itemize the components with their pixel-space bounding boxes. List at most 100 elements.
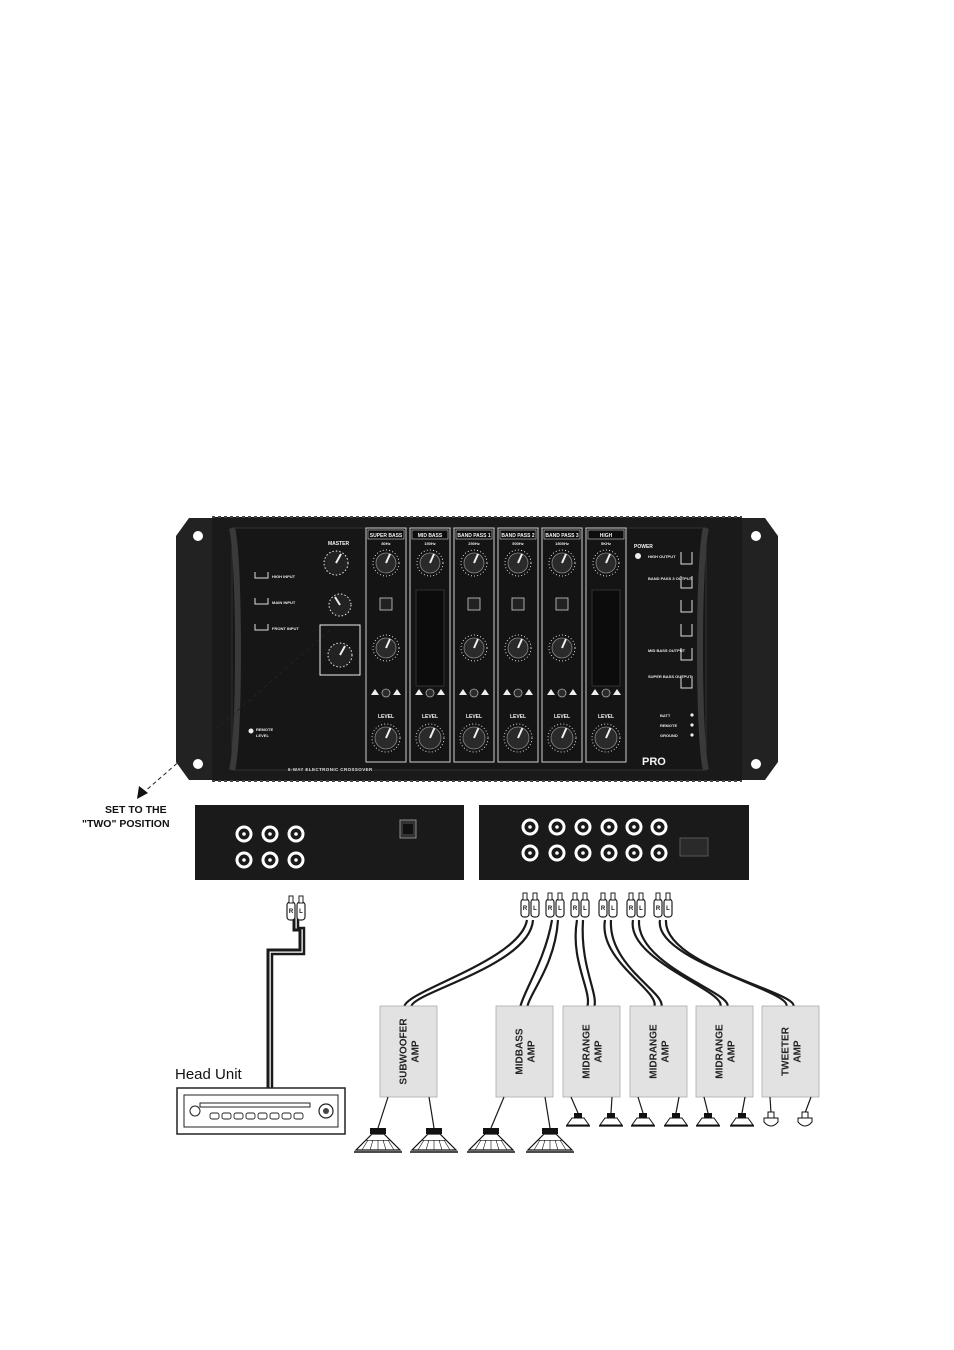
tweeter-dome xyxy=(797,1117,813,1127)
rca-jack[interactable] xyxy=(625,844,643,862)
knob-scale xyxy=(548,634,576,662)
input-switch[interactable]: HIGH INPUT xyxy=(254,572,296,579)
rca-jack[interactable] xyxy=(600,818,618,836)
amp-box xyxy=(379,1005,438,1098)
terminal-dot xyxy=(690,733,694,737)
input-switch[interactable]: MAIN INPUT xyxy=(254,598,296,605)
amp-signal-cable xyxy=(603,919,656,1007)
rca-jack[interactable] xyxy=(235,825,253,843)
rca-jack[interactable] xyxy=(287,825,305,843)
rca-jack[interactable] xyxy=(650,844,668,862)
rca-jack[interactable] xyxy=(261,825,279,843)
frequency-knob[interactable] xyxy=(460,549,488,577)
slope-switch[interactable] xyxy=(469,688,479,698)
level-knob[interactable] xyxy=(371,723,401,753)
phase-switch[interactable] xyxy=(555,597,569,611)
level-knob[interactable] xyxy=(547,723,577,753)
woofer-speaker-icon xyxy=(410,1128,458,1153)
rca-jack[interactable] xyxy=(574,844,592,862)
plug-letter: R xyxy=(601,906,606,912)
knob-pointer xyxy=(473,638,479,649)
amp-label-line-2: AMP xyxy=(793,1040,804,1063)
rca-jack[interactable] xyxy=(650,818,668,836)
rca-jack[interactable] xyxy=(287,851,305,869)
level-label: LEVEL xyxy=(378,714,394,720)
terminal-dot xyxy=(690,723,694,727)
output-switch[interactable] xyxy=(680,552,693,565)
rear-input-panel xyxy=(195,805,464,880)
crossover-knob[interactable] xyxy=(504,634,532,662)
preset-button[interactable] xyxy=(221,1112,232,1120)
knob-scale xyxy=(459,723,489,753)
up-arrow-icon xyxy=(371,689,379,695)
plug-letter: L xyxy=(611,906,615,912)
level-knob[interactable] xyxy=(591,723,621,753)
frequency-knob[interactable] xyxy=(416,549,444,577)
preset-button[interactable] xyxy=(269,1112,280,1120)
crossover-knob[interactable] xyxy=(548,634,576,662)
crossover-knob[interactable] xyxy=(460,634,488,662)
crossover-knob[interactable] xyxy=(372,634,400,662)
level-knob[interactable] xyxy=(459,723,489,753)
output-switch[interactable] xyxy=(680,676,693,689)
level-knob[interactable] xyxy=(415,723,445,753)
rca-jack[interactable] xyxy=(521,818,539,836)
rca-plug-tip xyxy=(557,892,563,901)
output-label: BAND PASS 3 OUTPUT xyxy=(648,576,693,581)
slope-switch[interactable] xyxy=(425,688,435,698)
preset-button[interactable] xyxy=(245,1112,256,1120)
rca-jack[interactable] xyxy=(521,844,539,862)
channel-name: MID BASS xyxy=(418,533,443,539)
output-switch[interactable] xyxy=(680,600,693,613)
mount-hole xyxy=(193,759,203,769)
woofer-rib xyxy=(443,1139,451,1151)
rca-jack[interactable] xyxy=(574,818,592,836)
rca-plug-tip xyxy=(288,895,294,904)
woofer-speaker-icon xyxy=(354,1128,402,1153)
output-switch[interactable] xyxy=(680,576,693,589)
knob-pointer xyxy=(385,553,391,564)
speaker-wire xyxy=(377,1096,389,1129)
amp-label-line-2: AMP xyxy=(727,1040,738,1063)
rca-jack[interactable] xyxy=(261,851,279,869)
channel-frequency: 80Hz xyxy=(381,541,390,546)
frequency-knob[interactable] xyxy=(548,549,576,577)
slope-switch[interactable] xyxy=(513,688,523,698)
slope-switch[interactable] xyxy=(381,688,391,698)
phase-switch[interactable] xyxy=(467,597,481,611)
woofer-rib xyxy=(482,1139,487,1151)
slope-switch[interactable] xyxy=(601,688,611,698)
mid-speaker-icon xyxy=(566,1113,590,1127)
rca-jack[interactable] xyxy=(600,844,618,862)
output-switch[interactable] xyxy=(680,648,693,661)
phase-switch[interactable] xyxy=(511,597,525,611)
knob-scale xyxy=(592,549,620,577)
preset-button[interactable] xyxy=(257,1112,268,1120)
preset-button[interactable] xyxy=(209,1112,220,1120)
rca-jack[interactable] xyxy=(625,818,643,836)
power-label: POWER xyxy=(634,544,653,550)
woofer-magnet xyxy=(370,1128,386,1134)
preset-button[interactable] xyxy=(293,1112,304,1120)
output-switch[interactable] xyxy=(680,624,693,637)
input-switch[interactable]: FRONT INPUT xyxy=(254,624,299,631)
power-knob[interactable] xyxy=(189,1105,201,1117)
frequency-knob[interactable] xyxy=(592,549,620,577)
woofer-surround xyxy=(421,1133,447,1141)
rca-jack[interactable] xyxy=(235,851,253,869)
slope-switch[interactable] xyxy=(557,688,567,698)
preset-button[interactable] xyxy=(233,1112,244,1120)
jack-pin xyxy=(632,851,636,855)
rca-jack[interactable] xyxy=(548,844,566,862)
phase-switch[interactable] xyxy=(379,597,393,611)
frequency-knob[interactable] xyxy=(372,549,400,577)
amp-signal-cable xyxy=(403,919,529,1007)
channel-frequency: 5KHz xyxy=(601,541,611,546)
frequency-knob[interactable] xyxy=(504,549,532,577)
mid-magnet xyxy=(672,1113,680,1118)
preset-button[interactable] xyxy=(281,1112,292,1120)
up-arrow-icon xyxy=(569,689,577,695)
rca-jack[interactable] xyxy=(548,818,566,836)
level-knob[interactable] xyxy=(503,723,533,753)
batt-label: BATT xyxy=(660,713,671,718)
